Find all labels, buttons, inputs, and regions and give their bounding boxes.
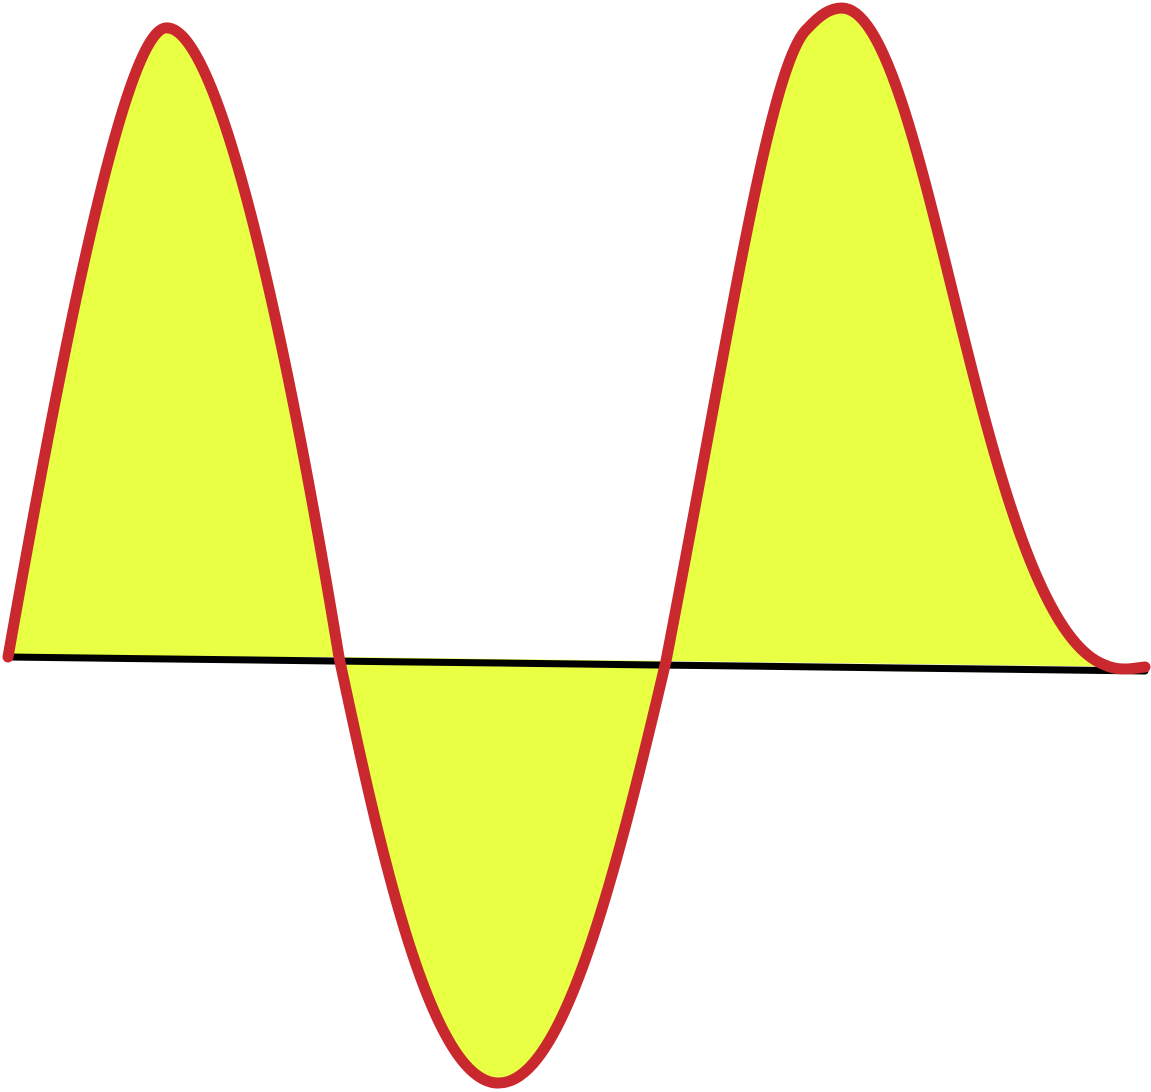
baseline-axis [4, 653, 1149, 675]
shaded-regions [8, 8, 1145, 1084]
shaded-region-positive-right [666, 8, 1145, 670]
shaded-region-positive-left [8, 27, 339, 657]
